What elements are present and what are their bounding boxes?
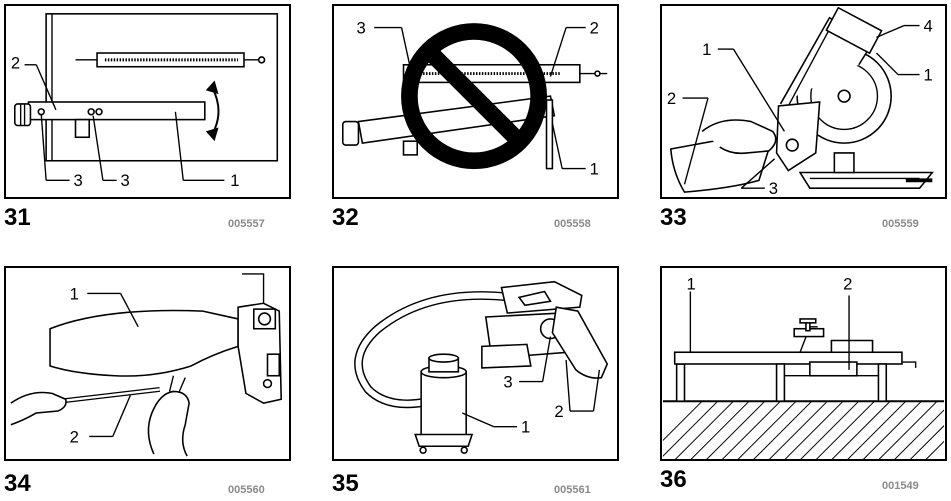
figure-33-callout-c: 1 <box>923 65 932 84</box>
figure-32-panel: 3 2 1 <box>332 4 619 199</box>
figure-31-callout-a: 2 <box>11 54 20 73</box>
figure-34-callout-a: 1 <box>70 284 79 303</box>
figure-34-number: 34 <box>4 470 31 497</box>
figure-31-panel: 2 3 3 1 <box>4 4 291 199</box>
figure-33-callout-b: 4 <box>923 16 932 35</box>
figure-35-callout-b: 1 <box>521 418 530 437</box>
figure-36-ground-hatch <box>662 401 945 459</box>
figure-31-callout-d: 1 <box>230 171 239 190</box>
figure-33-callout-d: 2 <box>667 89 676 108</box>
figure-31-number: 31 <box>4 204 31 231</box>
figure-32-callout-a: 3 <box>356 18 365 37</box>
figure-33-code: 005559 <box>882 218 919 230</box>
figure-36-callout-b: 2 <box>843 275 852 294</box>
figure-35-illustration: 3 1 2 <box>354 280 609 454</box>
figure-32-callout-b: 2 <box>590 18 599 37</box>
figure-32-code: 005558 <box>554 218 591 230</box>
figure-36-code: 001549 <box>882 480 919 492</box>
figure-35-panel: 3 1 2 <box>332 266 619 461</box>
figure-32-illustration: 3 2 1 <box>341 18 608 178</box>
figure-33-callout-a: 1 <box>702 40 711 59</box>
figure-31-callout-c: 3 <box>121 171 130 190</box>
figure-33-callout-e: 3 <box>769 179 778 197</box>
figure-32-callout-c: 1 <box>590 159 599 178</box>
figure-31-code: 005557 <box>228 218 265 230</box>
figure-35-callout-a: 3 <box>503 372 512 391</box>
figure-35-code: 005561 <box>554 484 591 496</box>
figure-36-callout-a: 1 <box>686 275 695 294</box>
figure-34-code: 005560 <box>228 484 265 496</box>
figure-31-callout-b: 3 <box>74 171 83 190</box>
figure-31-illustration: 2 3 3 1 <box>11 13 279 190</box>
figure-36-number: 36 <box>660 466 687 493</box>
figure-33-number: 33 <box>660 204 687 231</box>
figure-33-panel: 1 4 1 2 3 <box>660 4 947 199</box>
figure-36-illustration: 1 2 <box>662 275 945 459</box>
figure-32-number: 32 <box>332 204 359 231</box>
figure-35-callout-c: 2 <box>554 402 563 421</box>
figure-34-callout-b: 2 <box>70 427 79 446</box>
figure-36-panel: 1 2 <box>660 266 947 461</box>
figure-35-number: 35 <box>332 470 359 497</box>
figure-33-illustration: 1 4 1 2 3 <box>667 6 934 197</box>
figure-34-panel: 1 2 <box>4 266 291 461</box>
figure-34-illustration: 1 2 <box>10 273 282 457</box>
